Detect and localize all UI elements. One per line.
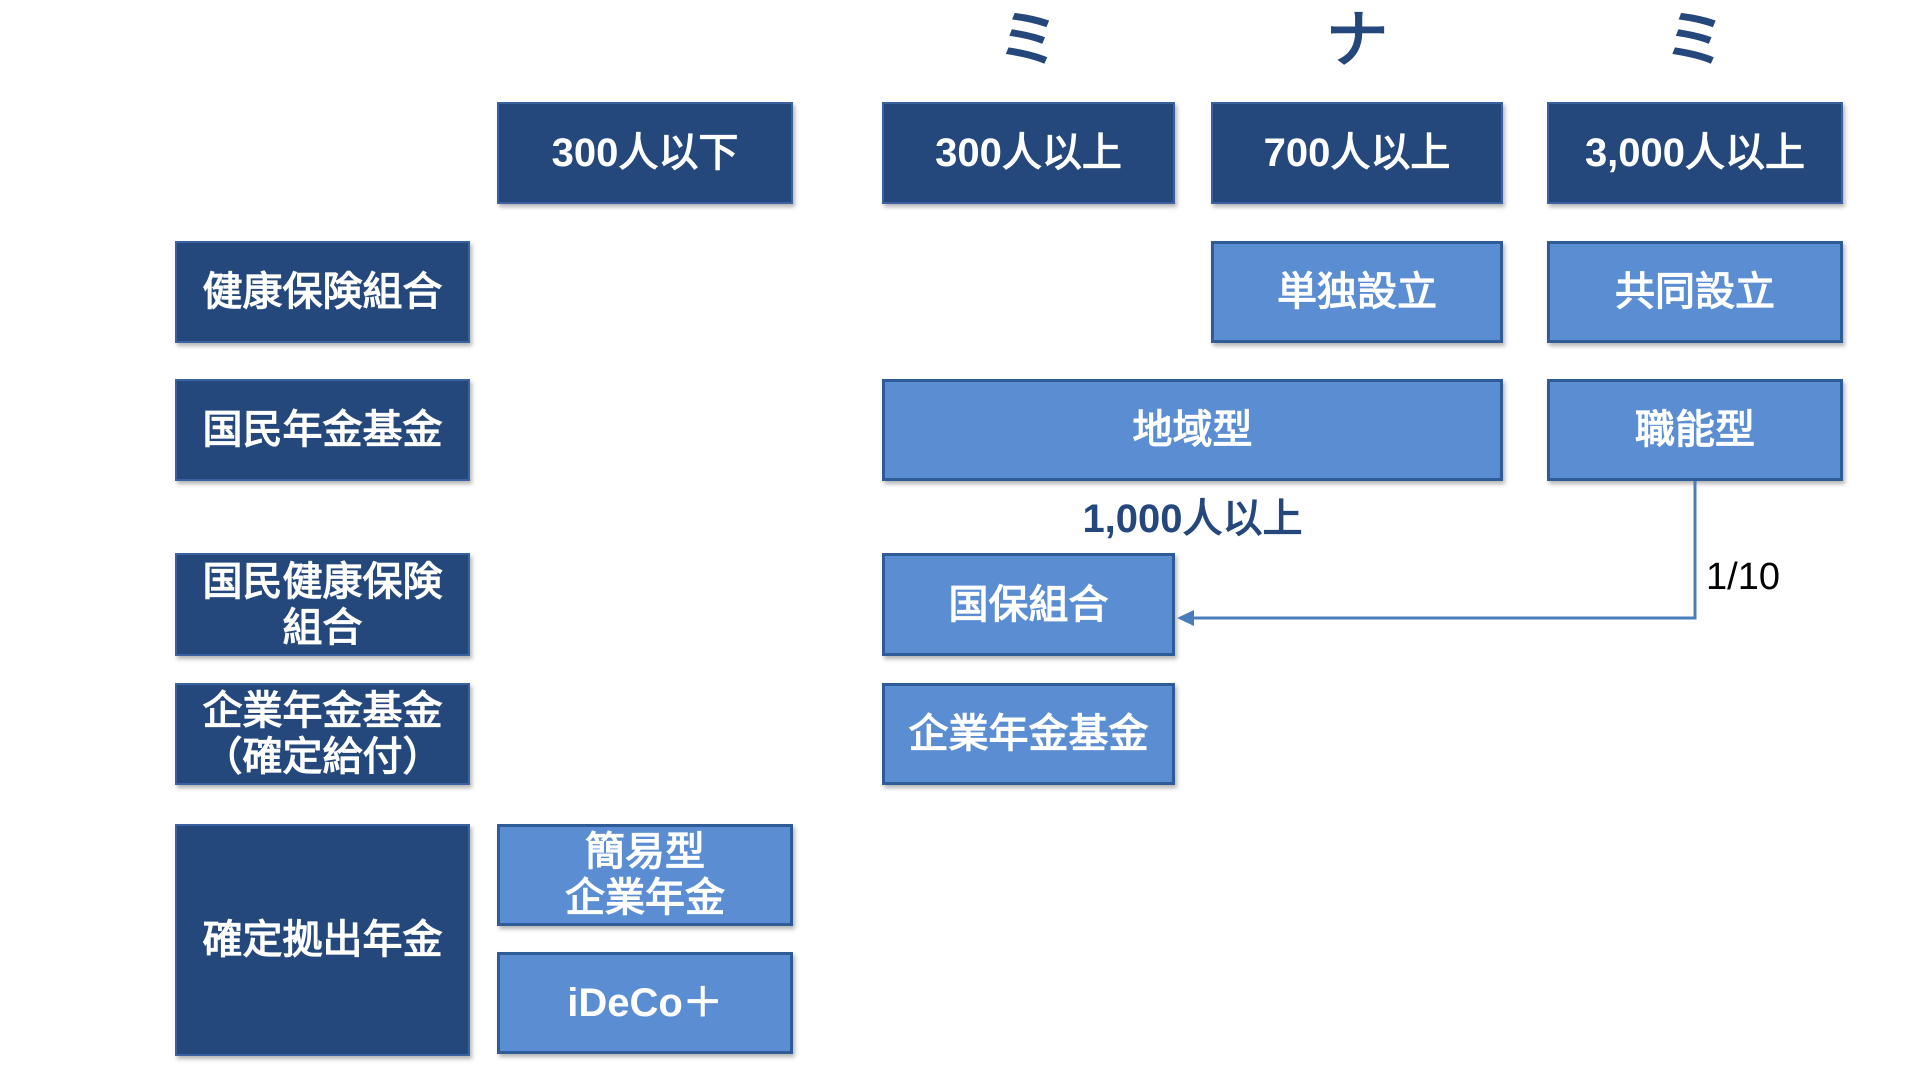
ratio-label: 1/10 bbox=[1706, 556, 1780, 598]
cell-ideco-plus: iDeCo＋ bbox=[497, 952, 793, 1054]
arrow-shokuno-to-kokuho bbox=[1177, 481, 1697, 626]
header-300-or-less: 300人以下 bbox=[497, 102, 793, 204]
cell-tandoku-setsuritsu: 単独設立 bbox=[1211, 241, 1503, 343]
heading-letter-mi-1: ミ bbox=[997, 6, 1060, 75]
header-3000-plus: 3,000人以上 bbox=[1547, 102, 1843, 204]
cell-kigyo-nenkin-kikin: 企業年金基金 bbox=[882, 683, 1175, 785]
row-label-kokumin-kenko-hoken-kumiai: 国民健康保険 組合 bbox=[175, 553, 470, 656]
cell-kokuho-kumiai: 国保組合 bbox=[882, 553, 1175, 656]
threshold-note-1000-plus: 1,000人以上 bbox=[1082, 497, 1303, 541]
cell-chiiki-gata: 地域型 bbox=[882, 379, 1503, 481]
row-label-kenpo-kumiai: 健康保険組合 bbox=[175, 241, 470, 343]
row-label-kakutei-kyoshutsu-nenkin: 確定拠出年金 bbox=[175, 824, 470, 1056]
header-700-plus: 700人以上 bbox=[1211, 102, 1503, 204]
heading-letter-mi-2: ミ bbox=[1663, 6, 1726, 75]
cell-kanni-gata-kigyo-nenkin: 簡易型 企業年金 bbox=[497, 824, 793, 926]
cell-kyodo-setsuritsu: 共同設立 bbox=[1547, 241, 1843, 343]
row-label-kigyo-nenkin-kikin-db: 企業年金基金 （確定給付） bbox=[175, 683, 470, 785]
row-label-kokumin-nenkin-kikin: 国民年金基金 bbox=[175, 379, 470, 481]
cell-shokuno-gata: 職能型 bbox=[1547, 379, 1843, 481]
heading-letter-na: ナ bbox=[1325, 6, 1388, 75]
header-300-plus: 300人以上 bbox=[882, 102, 1175, 204]
